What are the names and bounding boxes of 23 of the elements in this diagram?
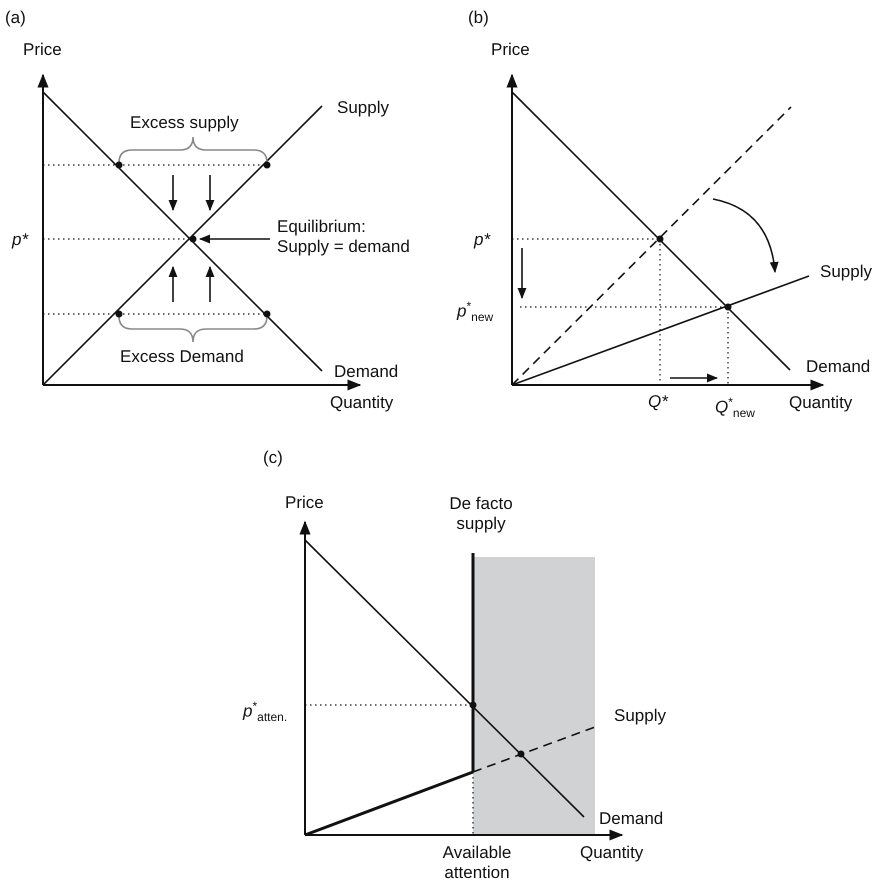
curve-label: Demand: [599, 809, 664, 829]
annotation-text: Equilibrium: Supply = demand: [277, 217, 411, 257]
annotation-text: Available attention: [442, 843, 512, 883]
axis-label: Quantity: [789, 393, 852, 413]
curve-label: Demand: [334, 362, 398, 382]
annotation-text: De facto supply: [448, 494, 514, 534]
curve-label: Supply: [820, 262, 872, 282]
axis-label: Price: [491, 40, 530, 60]
price-label: p*: [474, 230, 490, 250]
annotation-text: Excess Demand: [120, 347, 244, 367]
annotation-text: Excess supply: [130, 113, 239, 133]
axis-label: Price: [285, 493, 324, 513]
panel-label: (a): [5, 8, 26, 28]
curve-label: Supply: [337, 98, 389, 118]
panel-label: (c): [263, 448, 283, 468]
quantity-label: Q*: [648, 392, 668, 412]
axis-label: Quantity: [580, 843, 644, 863]
price-label: p*: [12, 230, 28, 250]
curve-label: Demand: [806, 357, 870, 377]
axis-label: Price: [23, 40, 62, 60]
curve-label: Supply: [614, 706, 666, 726]
panel-label: (b): [468, 8, 489, 28]
axis-label: Quantity: [330, 393, 394, 413]
